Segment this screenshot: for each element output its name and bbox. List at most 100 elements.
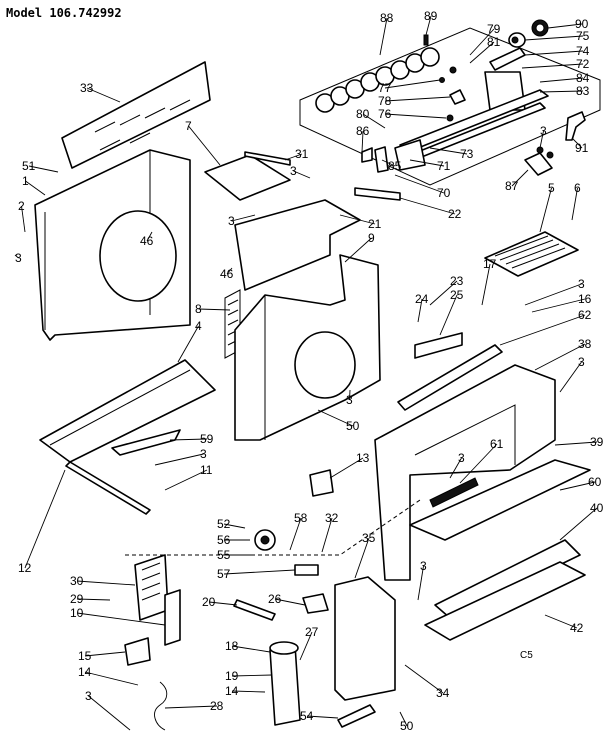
leader-line bbox=[381, 159, 396, 167]
callout-label: 78 bbox=[378, 94, 392, 108]
callout-label: 40 bbox=[590, 501, 604, 515]
leader-line bbox=[499, 314, 586, 346]
callout-label: 76 bbox=[378, 107, 392, 121]
callout-77: 77 bbox=[378, 79, 441, 95]
relay-26 bbox=[302, 593, 329, 614]
filter-5 bbox=[484, 231, 579, 277]
callout-54: 54 bbox=[300, 709, 339, 723]
callout-label: 2 bbox=[18, 199, 25, 213]
callout-label: 88 bbox=[380, 11, 394, 25]
callout-label: 3 bbox=[578, 277, 585, 291]
leader-line bbox=[559, 481, 596, 491]
leader-line bbox=[547, 23, 583, 29]
leader-line bbox=[84, 651, 126, 657]
callout-label: 7 bbox=[185, 119, 192, 133]
callout-label: 58 bbox=[294, 511, 308, 525]
leader-line bbox=[223, 523, 246, 529]
callout-label: 30 bbox=[70, 574, 84, 588]
leader-line bbox=[524, 35, 584, 41]
callout-label: 16 bbox=[578, 292, 592, 306]
callout-23: 23 bbox=[429, 274, 464, 306]
callout-label: 84 bbox=[576, 71, 590, 85]
leader-line bbox=[177, 325, 199, 363]
callout-label: 75 bbox=[576, 29, 590, 43]
leader-line bbox=[231, 645, 271, 653]
leader-line bbox=[349, 389, 351, 401]
callout-31: 31 bbox=[284, 147, 309, 161]
leader-line bbox=[76, 580, 136, 586]
leader-line bbox=[429, 280, 458, 306]
front-grille-33 bbox=[61, 61, 211, 169]
leader-line bbox=[362, 113, 386, 129]
leader-line bbox=[524, 50, 584, 56]
leader-line bbox=[361, 130, 364, 153]
callout-label: 32 bbox=[325, 511, 339, 525]
cord-28 bbox=[154, 681, 168, 731]
callout-label: 14 bbox=[78, 665, 92, 679]
callout-label: 3 bbox=[458, 451, 465, 465]
callout-label: 15 bbox=[78, 649, 92, 663]
callout-label: 61 bbox=[490, 437, 504, 451]
knob-90 bbox=[531, 19, 549, 37]
callout-3: 3 bbox=[449, 451, 465, 479]
callout-89: 89 bbox=[424, 9, 438, 36]
callout-83: 83 bbox=[539, 84, 590, 98]
callout-label: 35 bbox=[362, 531, 376, 545]
leader-line bbox=[534, 343, 586, 371]
leader-line bbox=[384, 79, 441, 89]
knob-75 bbox=[508, 32, 526, 48]
part-15 bbox=[124, 637, 151, 666]
callout-label: 9 bbox=[368, 231, 375, 245]
callout-57: 57 bbox=[217, 567, 296, 581]
callout-61: 61 bbox=[459, 437, 504, 484]
callout-81: 81 bbox=[469, 35, 501, 64]
callout-label: 70 bbox=[437, 186, 451, 200]
callout-label: 3 bbox=[85, 689, 92, 703]
wiring-32 bbox=[125, 499, 421, 556]
leader-line bbox=[299, 631, 313, 661]
leader-line bbox=[417, 565, 424, 601]
callout-1: 1 bbox=[22, 174, 46, 196]
callout-label: 86 bbox=[356, 124, 370, 138]
callout-label: 3 bbox=[290, 164, 297, 178]
leader-line bbox=[24, 469, 66, 569]
callout-label: 17 bbox=[483, 257, 497, 271]
leader-line bbox=[511, 169, 529, 187]
callout-33: 33 bbox=[80, 81, 121, 103]
callout-3: 3 bbox=[14, 251, 22, 265]
callout-3: 3 bbox=[346, 389, 353, 407]
callout-55: 55 bbox=[217, 548, 255, 562]
callout-label: 42 bbox=[570, 621, 584, 635]
callout-label: 14 bbox=[225, 684, 239, 698]
leader-line bbox=[571, 137, 583, 149]
callout-label: 72 bbox=[576, 57, 590, 71]
leader-line bbox=[449, 457, 462, 479]
callout-10: 10 bbox=[70, 606, 166, 626]
callout-88: 88 bbox=[379, 11, 394, 56]
callout-21: 21 bbox=[339, 214, 382, 231]
callout-58: 58 bbox=[289, 511, 308, 551]
callout-label: 46 bbox=[220, 267, 234, 281]
leader-line bbox=[88, 695, 131, 731]
leader-line bbox=[169, 438, 208, 441]
callout-label: 51 bbox=[22, 159, 36, 173]
callout-label: 12 bbox=[18, 561, 32, 575]
callout-11: 11 bbox=[164, 463, 213, 491]
leader-line bbox=[28, 165, 59, 173]
callout-label: 19 bbox=[225, 669, 239, 683]
leader-line bbox=[284, 153, 303, 161]
callout-label: 87 bbox=[505, 179, 519, 193]
callout-46: 46 bbox=[140, 231, 154, 248]
callout-87: 87 bbox=[505, 169, 529, 193]
leader-line bbox=[544, 614, 578, 629]
leader-line bbox=[306, 715, 339, 719]
leader-line bbox=[559, 507, 598, 541]
callout-label: 31 bbox=[295, 147, 309, 161]
terminal-block-61 bbox=[429, 477, 479, 508]
callout-80: 80 bbox=[356, 107, 386, 129]
corner-code: C5 bbox=[520, 650, 533, 661]
callout-8: 8 bbox=[195, 302, 231, 316]
callout-3: 3 bbox=[524, 277, 585, 306]
callout-label: 60 bbox=[588, 475, 602, 489]
leader-line bbox=[531, 298, 586, 313]
